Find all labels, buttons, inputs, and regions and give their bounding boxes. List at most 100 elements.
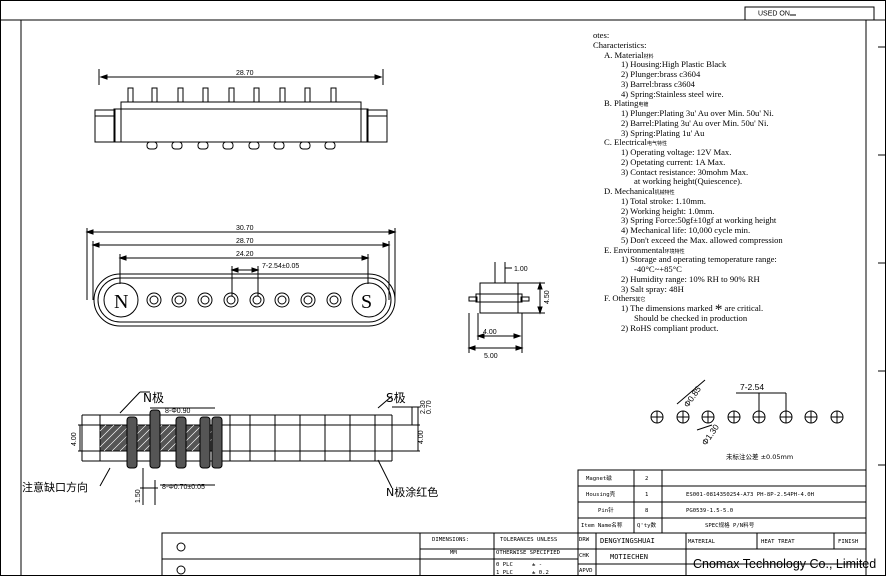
used-on-box — [744, 6, 875, 21]
section-e-item: 3) Salt spray: 48H — [621, 283, 684, 294]
tb-plc1: 1 PLC — [496, 570, 513, 576]
dim-hole-d2: Φ1.30 — [699, 422, 721, 447]
section-a-item: 4) Spring:Stainless steel wire. — [621, 88, 724, 99]
section-a-tag: 材料 — [643, 53, 654, 60]
bottom-view-pins — [126, 409, 223, 469]
revision-symbol-2 — [176, 565, 186, 575]
dim-h-b: 0.70 — [426, 400, 433, 414]
section-c-tag: 电气特性 — [646, 141, 667, 148]
others-item-1a: 1) The dimensions marked — [621, 303, 713, 313]
tb-apvd-label: APVD — [579, 568, 593, 574]
dim-hole-d1: Φ0.85 — [681, 384, 703, 409]
dim-left-b: 1.50 — [135, 489, 142, 503]
tb-pin-qty: 8 — [645, 508, 649, 514]
tb-dimensions: DIMENSIONS: — [432, 537, 469, 543]
tb-plc1-val: ± 0.2 — [532, 570, 549, 576]
section-f-title: F. Others — [604, 293, 636, 304]
section-e-tag: 环境特性 — [664, 248, 685, 255]
section-c-title: C. Electrical — [604, 137, 647, 148]
bottom-pins — [146, 141, 336, 150]
section-b-tag: 电镀 — [638, 102, 649, 109]
section-c-item: at working height(Quiescence). — [634, 176, 743, 187]
dim-h-a: 2.30 — [420, 400, 427, 414]
tb-mm: MM — [450, 550, 457, 556]
section-d-item: 2) Working height: 1.0mm. — [621, 205, 715, 216]
tolerance-note: 未标注公差 ±0.05mm — [726, 452, 793, 461]
section-f-tag: 其它 — [635, 297, 646, 304]
notch-callout: 注意缺口方向 — [22, 480, 88, 494]
section-e-item: -40°C~+85°C — [634, 264, 682, 274]
section-e-item: 1) Storage and operating temoperature ra… — [621, 254, 777, 265]
front-pin-holes — [146, 292, 342, 308]
dim-front-inner: 24.20 — [236, 251, 254, 258]
dim-front-outer: 30.70 — [236, 225, 254, 232]
dim-front-mid: 28.70 — [236, 238, 254, 245]
section-a-item: 1) Housing:High Plastic Black — [621, 59, 727, 70]
tb-pin-spec: PG0539-1.5-5.0 — [686, 508, 733, 514]
tb-finish: FINISH — [838, 539, 858, 545]
section-d-item: 1) Total stroke: 1.10mm. — [621, 195, 706, 206]
n-red-callout: N极涂红色 — [386, 485, 438, 499]
tb-chk-name: MOTIECHEN — [610, 553, 648, 561]
section-c-item: 1) Operating voltage: 12V Max. — [621, 147, 732, 157]
tb-tolerances: TOLERANCES UNLESS — [500, 537, 557, 543]
tb-drw-name: DENGYINGSHUAI — [600, 537, 655, 545]
section-d-tag: 机械特性 — [654, 190, 675, 196]
section-d-item: 5) Don't exceed the Max. allowed compres… — [621, 234, 783, 245]
s-magnet — [351, 282, 387, 318]
dim-side-w2: 5.00 — [484, 353, 498, 360]
section-b-item: 3) Spring:Plating 1u' Au — [621, 127, 705, 138]
tb-housing-spec: ES001-0814350254-A73 PH-8P-2.54PH-4.0H — [686, 492, 814, 498]
tb-housing-label: Housing壳 — [586, 490, 616, 498]
section-a-title: A. Material — [604, 49, 644, 60]
side-view — [467, 262, 545, 353]
dim-diameter-bottom: 8-Φ0.70±0.05 — [162, 484, 205, 491]
hole-pattern — [650, 379, 844, 431]
tb-spec: SPEC规格 P/N料号 — [705, 521, 755, 529]
dim-pitch: 7-2.54±0.05 — [262, 263, 299, 270]
company-name: Cnomax Technology Co., Limited — [693, 557, 877, 571]
tb-heat: HEAT TREAT — [761, 539, 795, 545]
n-pole-label: N — [114, 291, 128, 313]
others-item-1c: Should be checked in production — [634, 312, 748, 323]
dim-h-c: 4.00 — [418, 430, 425, 444]
section-a-item: 2) Plunger:brass c3604 — [621, 69, 701, 79]
used-on-label: USED ON — [758, 11, 790, 18]
holes — [650, 410, 844, 424]
tb-plc0-val: ± - — [532, 562, 542, 568]
dim-diameter-top: 8-Φ0.90 — [165, 408, 191, 415]
others-item-2: 2) RoHS compliant product. — [621, 322, 719, 333]
tb-magnet-qty: 2 — [645, 476, 648, 482]
section-c-item: 2) Opetating current: 1A Max. — [621, 156, 726, 167]
dim-left-height: 4.00 — [71, 432, 78, 446]
section-c-item: 3) Contact resistance: 30mohm Max. — [621, 166, 749, 177]
front-view — [85, 228, 397, 327]
dim-side-pin: 1.00 — [514, 266, 528, 273]
tb-housing-qty: 1 — [645, 492, 648, 498]
characteristics-notes: otes: Characteristics: A. Material材料 1) … — [593, 30, 878, 333]
critical-star-icon: * — [714, 302, 723, 318]
tb-chk-label: CHK — [579, 553, 590, 559]
tb-pin-label: Pin针 — [598, 506, 614, 514]
n-pole-callout: N极 — [143, 391, 164, 405]
title-block — [577, 469, 867, 576]
tb-qty: Q'ty数 — [637, 521, 656, 529]
s-pole-callout: S极 — [386, 391, 406, 405]
dim-top-length: 28.70 — [236, 70, 254, 77]
top-view — [94, 69, 388, 150]
others-item-1b: are critical. — [724, 303, 764, 313]
section-e-title: E. Environmental — [604, 244, 665, 255]
section-d-title: D. Mechanical — [604, 186, 655, 196]
tb-material: MATERIAL — [688, 539, 716, 545]
section-b-title: B. Plating — [604, 98, 639, 109]
s-pole-label: S — [361, 291, 372, 313]
bottom-view — [78, 391, 420, 505]
section-a-item: 3) Barrel:brass c3604 — [621, 78, 695, 89]
section-d-item: 3) Spring Force:50gf±10gf at working hei… — [621, 215, 777, 226]
tb-otherwise: OTHERWISE SPECIFIED — [496, 550, 561, 556]
tb-magnet-label: Magnet磁 — [586, 474, 612, 482]
revision-symbol-1 — [176, 542, 186, 552]
section-b-item: 1) Plunger:Plating 3u' Au over Min. 50u'… — [621, 108, 774, 118]
notes-heading: otes: — [593, 30, 610, 40]
